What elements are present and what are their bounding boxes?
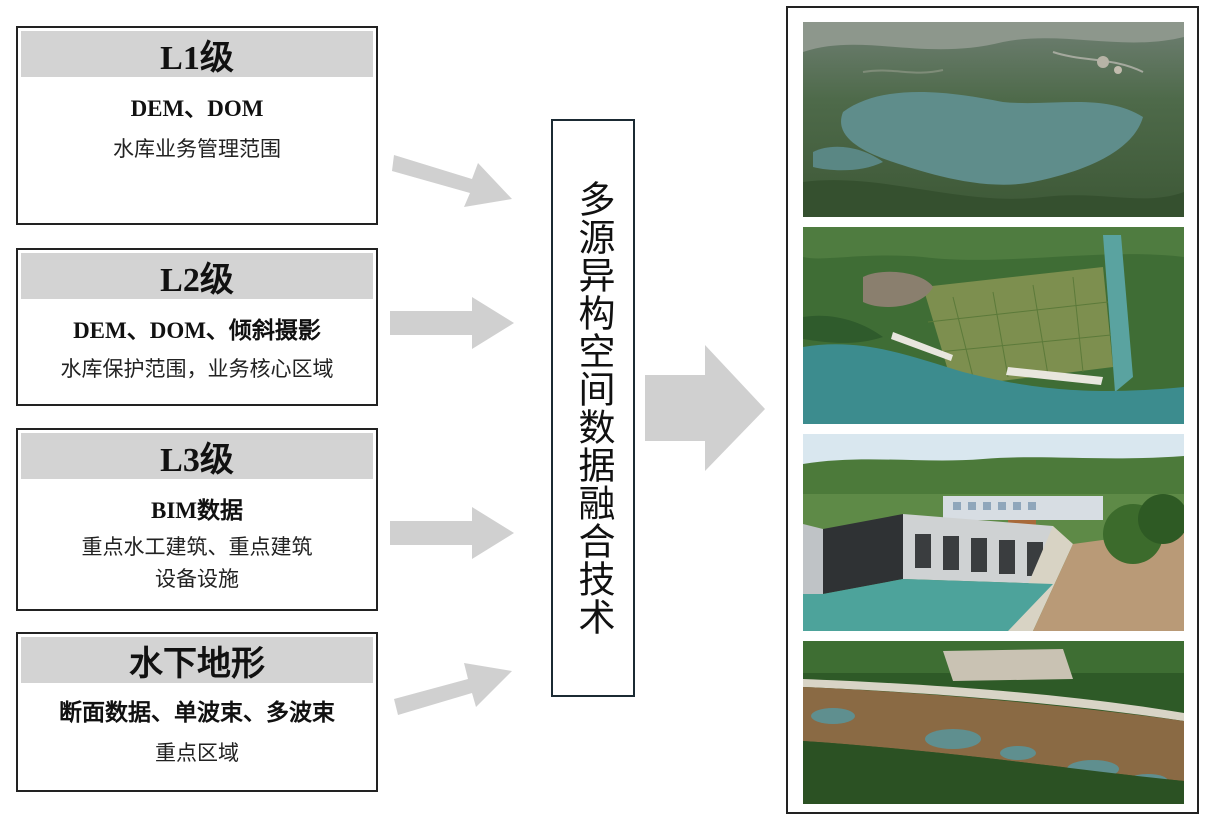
level-title: L3级 xyxy=(21,433,373,479)
bim-dam-image xyxy=(803,434,1184,631)
level-title: 水下地形 xyxy=(21,637,373,683)
scope-line: 水库保护范围，业务核心区域 xyxy=(18,353,376,385)
underwater-terrain-image xyxy=(803,641,1184,804)
level-box-l2: L2级 DEM、DOM、倾斜摄影 水库保护范围，业务核心区域 xyxy=(16,248,378,406)
reservoir-terrain-image xyxy=(803,22,1184,217)
oblique-photography-image xyxy=(803,227,1184,424)
level-box-l3: L3级 BIM数据 重点水工建筑、重点建筑 设备设施 xyxy=(16,428,378,611)
scope-line: 设备设施 xyxy=(18,563,376,595)
arrow-to-images-icon xyxy=(645,345,770,475)
arrow-l3-icon xyxy=(390,503,520,563)
level-data-types: DEM、DOM、倾斜摄影 xyxy=(18,311,376,345)
level-scope: 水库保护范围，业务核心区域 xyxy=(18,353,376,385)
scope-line: 重点水工建筑、重点建筑 xyxy=(18,531,376,563)
image-panel-frame xyxy=(786,6,1199,814)
level-data-types: 断面数据、单波束、多波束 xyxy=(18,693,376,727)
level-scope: 重点区域 xyxy=(18,737,376,769)
level-data-types: DEM、DOM xyxy=(18,89,376,123)
arrow-l2-icon xyxy=(390,293,520,353)
fusion-technology-box: 多源异构空间数据融合技术 xyxy=(551,119,635,697)
level-title: L2级 xyxy=(21,253,373,299)
level-scope: 重点水工建筑、重点建筑 设备设施 xyxy=(18,531,376,595)
level-data-types: BIM数据 xyxy=(18,491,376,525)
scope-line: 水库业务管理范围 xyxy=(18,133,376,165)
scope-line: 重点区域 xyxy=(18,737,376,769)
arrow-underwater-icon xyxy=(392,655,522,735)
level-scope: 水库业务管理范围 xyxy=(18,133,376,165)
fusion-technology-label: 多源异构空间数据融合技术 xyxy=(566,180,620,636)
level-title: L1级 xyxy=(21,31,373,77)
arrow-l1-icon xyxy=(392,135,522,215)
level-box-underwater: 水下地形 断面数据、单波束、多波束 重点区域 xyxy=(16,632,378,792)
level-box-l1: L1级 DEM、DOM 水库业务管理范围 xyxy=(16,26,378,225)
